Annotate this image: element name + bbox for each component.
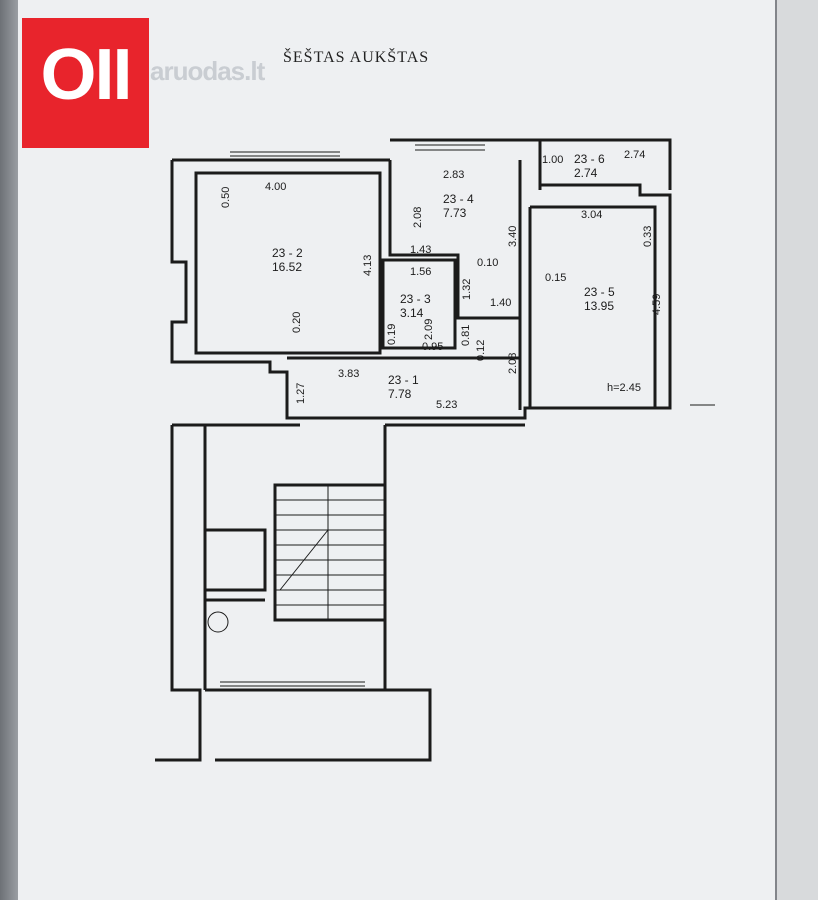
dimension-label: 0.33 — [642, 226, 654, 247]
dimension-label: 0.10 — [477, 257, 498, 269]
floor-title: ŠEŠTAS AUKŠTAS — [283, 49, 430, 66]
dimension-label: 4.00 — [265, 181, 286, 193]
dimension-labels: 4.00 0.50 4.13 0.20 2.83 2.08 1.43 3.40 … — [220, 149, 663, 411]
dimension-label: 4.13 — [362, 255, 374, 276]
room-id: 23 - 5 — [584, 285, 615, 299]
watermark: aruodas.lt — [150, 56, 265, 86]
room-area: 7.73 — [443, 206, 467, 220]
dimension-label: 1.32 — [461, 279, 473, 300]
dimension-label: 3.40 — [507, 226, 519, 247]
aruodas-logo: OII — [22, 18, 149, 148]
page-edge — [775, 0, 777, 900]
dimension-label: 2.09 — [423, 319, 435, 340]
dimension-label: 0.12 — [475, 340, 487, 361]
dimension-label: 2.83 — [443, 169, 464, 181]
room-area: 3.14 — [400, 306, 424, 320]
room-id: 23 - 3 — [400, 292, 431, 306]
dimension-label: 1.56 — [410, 266, 431, 278]
dimension-label: 1.27 — [295, 383, 307, 404]
dimension-label: 1.00 — [542, 154, 563, 166]
dimension-label: 0.81 — [460, 325, 472, 346]
room-id: 23 - 2 — [272, 246, 303, 260]
room-area: 16.52 — [272, 260, 302, 274]
room-id: 23 - 1 — [388, 373, 419, 387]
room-labels: 23 - 2 16.52 23 - 4 7.73 23 - 6 2.74 23 … — [272, 152, 641, 401]
dimension-label: 0.95 — [422, 341, 443, 353]
room-area: 2.74 — [574, 166, 598, 180]
room-id: 23 - 4 — [443, 192, 474, 206]
windows-and-stairs — [207, 144, 715, 687]
ceiling-height-label: h=2.45 — [607, 382, 641, 394]
dimension-label: 2.08 — [412, 207, 424, 228]
dimension-label: 2.74 — [624, 149, 645, 161]
room-area: 7.78 — [388, 387, 412, 401]
logo-text: OII — [40, 35, 132, 115]
dimension-label: 0.20 — [291, 312, 303, 333]
dimension-label: 0.15 — [545, 272, 566, 284]
dimension-label: 5.23 — [436, 399, 457, 411]
dimension-label: 2.08 — [507, 353, 519, 374]
room-area: 13.95 — [584, 299, 614, 313]
dimension-label: 0.19 — [386, 324, 398, 345]
dimension-label: 0.50 — [220, 187, 232, 208]
book-gutter — [0, 0, 18, 900]
dimension-label: 3.83 — [338, 368, 359, 380]
room-id: 23 - 6 — [574, 152, 605, 166]
dimension-label: 1.40 — [490, 297, 511, 309]
dimension-label: 1.43 — [410, 244, 431, 256]
walls — [155, 138, 672, 762]
dimension-label: 4.59 — [651, 294, 663, 315]
dimension-label: 3.04 — [581, 209, 602, 221]
next-page-margin — [777, 0, 818, 900]
